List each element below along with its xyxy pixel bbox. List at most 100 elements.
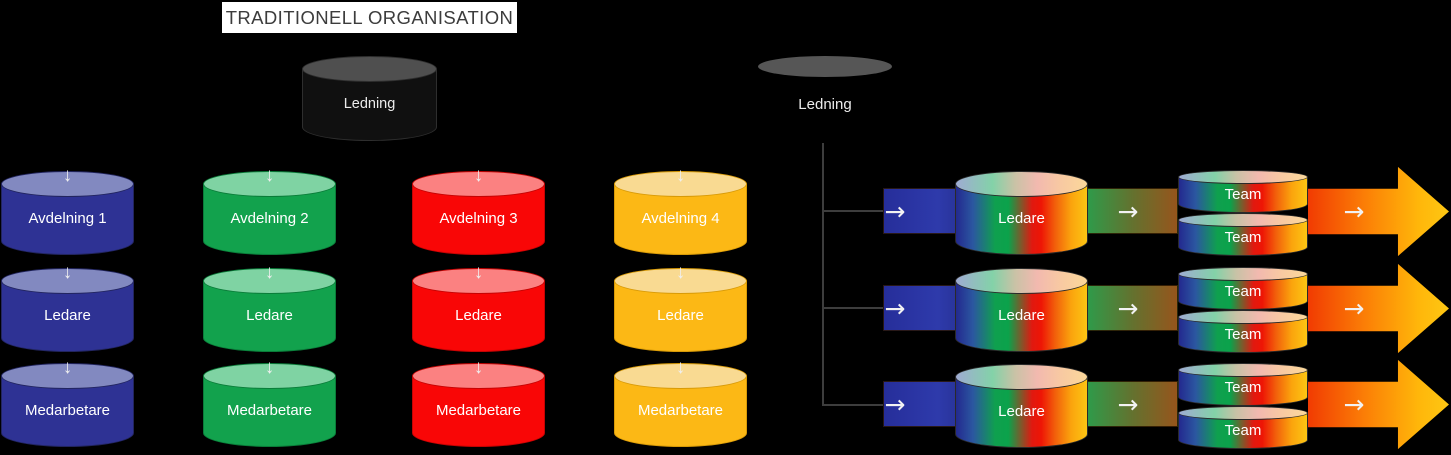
- right-arrow-icon: →: [1343, 390, 1365, 419]
- cylinder-top: [203, 268, 336, 294]
- cylinder-ledare-agile-2: Ledare: [955, 268, 1088, 352]
- cylinder-top: [1178, 170, 1308, 184]
- cylinder-team: Team: [1178, 363, 1308, 406]
- cylinder-top: [1, 268, 134, 294]
- cylinder-label: Medarbetare: [226, 402, 313, 419]
- cylinder-label: Team: [1224, 282, 1262, 300]
- cylinder-avdelning-4: ↓ Avdelning 4: [614, 166, 747, 255]
- cylinder-label: Medarbetare: [435, 402, 522, 419]
- cylinder-top: [955, 171, 1088, 197]
- cylinder-top: [614, 268, 747, 294]
- right-arrow-icon: →: [1343, 197, 1365, 226]
- cylinder-medarbetare-col1: ↓ Medarbetare: [1, 358, 134, 447]
- cylinder-body: [203, 281, 336, 352]
- cylinder-top: [203, 171, 336, 197]
- connector-branch-line: [822, 210, 885, 212]
- cylinder-label: Ledare: [246, 307, 293, 324]
- flow-row-1: → Ledare → Team Team →: [0, 166, 1451, 257]
- cylinder-team: Team: [1178, 170, 1308, 213]
- cylinder-label: Team: [1224, 378, 1262, 396]
- down-arrow-icon: ↓: [264, 357, 275, 378]
- cylinder-label: Ledning: [343, 95, 396, 112]
- cylinder-medarbetare-col2: ↓ Medarbetare: [203, 358, 336, 447]
- cylinder-label: Medarbetare: [24, 402, 111, 419]
- right-arrow-icon: →: [884, 197, 906, 226]
- cylinder-label: Team: [1224, 421, 1262, 439]
- cylinder-team: Team: [1178, 310, 1308, 353]
- down-arrow-icon: ↓: [62, 262, 73, 283]
- cylinder-top: [1, 171, 134, 197]
- down-arrow-icon: ↓: [62, 357, 73, 378]
- cylinder-top: [955, 364, 1088, 390]
- cylinder-label: Team: [1224, 228, 1262, 246]
- cylinder-top: [412, 363, 545, 389]
- cylinder-top: [614, 363, 747, 389]
- cylinder-top: [412, 171, 545, 197]
- big-arrow: [1308, 166, 1449, 257]
- cylinder-team: Team: [1178, 267, 1308, 310]
- cylinder-avdelning-2: ↓ Avdelning 2: [203, 166, 336, 255]
- cylinder-label: Team: [1224, 325, 1262, 343]
- diagram-title: TRADITIONELL ORGANISATION: [225, 6, 514, 28]
- connector-branch-line: [822, 404, 885, 406]
- flow-row-3: → Ledare → Team Team →: [0, 359, 1451, 450]
- cylinder-team: Team: [1178, 213, 1308, 256]
- right-arrow-icon: →: [1117, 390, 1139, 419]
- cylinder-label: Ledare: [998, 403, 1045, 420]
- right-arrow-icon: →: [1117, 294, 1139, 323]
- down-arrow-icon: ↓: [675, 262, 686, 283]
- cylinder-label: Ledare: [455, 307, 502, 324]
- cylinder-top: [203, 363, 336, 389]
- cylinder-ledare-col4: ↓ Ledare: [614, 263, 747, 352]
- cylinder-top: [1, 363, 134, 389]
- cylinder-ledare-col2: ↓ Ledare: [203, 263, 336, 352]
- cylinder-top: [955, 268, 1088, 294]
- cylinder-team: Team: [1178, 406, 1308, 449]
- flow-bar-green: [1086, 188, 1178, 234]
- cylinder-top: [1178, 267, 1308, 281]
- cylinder-label: Medarbetare: [637, 402, 724, 419]
- cylinder-top: [302, 56, 437, 82]
- cylinder-top: [1178, 213, 1308, 227]
- cylinder-ledare-col3: ↓ Ledare: [412, 263, 545, 352]
- cylinder-label: Ledare: [44, 307, 91, 324]
- right-arrow-icon: →: [1343, 294, 1365, 323]
- cylinder-top: [1178, 363, 1308, 377]
- right-arrow-icon: →: [884, 294, 906, 323]
- cylinder-top: [614, 171, 747, 197]
- big-arrow: [1308, 359, 1449, 450]
- cylinder-top: [412, 268, 545, 294]
- right-arrow-icon: →: [1117, 197, 1139, 226]
- cylinder-ledare-col1: ↓ Ledare: [1, 263, 134, 352]
- cylinder-label: Ledare: [998, 210, 1045, 227]
- down-arrow-icon: ↓: [62, 165, 73, 186]
- cylinder-ledning-traditional: Ledning: [302, 56, 437, 141]
- cylinder-avdelning-3: ↓ Avdelning 3: [412, 166, 545, 255]
- ledning-label: Ledning: [798, 96, 852, 113]
- ledning-ellipse: [758, 56, 892, 77]
- big-arrow: [1308, 263, 1449, 354]
- connector-branch-line: [822, 307, 885, 309]
- cylinder-avdelning-1: ↓ Avdelning 1: [1, 166, 134, 255]
- cylinder-label: Avdelning 1: [28, 210, 107, 227]
- flow-bar-green: [1086, 285, 1178, 331]
- down-arrow-icon: ↓: [264, 262, 275, 283]
- down-arrow-icon: ↓: [473, 165, 484, 186]
- cylinder-label: Avdelning 4: [641, 210, 720, 227]
- diagram-title-box: TRADITIONELL ORGANISATION: [222, 2, 517, 33]
- cylinder-medarbetare-col4: ↓ Medarbetare: [614, 358, 747, 447]
- cylinder-medarbetare-col3: ↓ Medarbetare: [412, 358, 545, 447]
- cylinder-ledare-agile-3: Ledare: [955, 364, 1088, 448]
- cylinder-top: [1178, 310, 1308, 324]
- down-arrow-icon: ↓: [473, 262, 484, 283]
- right-arrow-icon: →: [884, 390, 906, 419]
- cylinder-label: Ledare: [998, 307, 1045, 324]
- cylinder-label: Team: [1224, 185, 1262, 203]
- cylinder-body: [412, 184, 545, 255]
- cylinder-label: Ledare: [657, 307, 704, 324]
- cylinder-ledare-agile-1: Ledare: [955, 171, 1088, 255]
- down-arrow-icon: ↓: [675, 165, 686, 186]
- down-arrow-icon: ↓: [264, 165, 275, 186]
- connector-vertical-line: [822, 143, 824, 406]
